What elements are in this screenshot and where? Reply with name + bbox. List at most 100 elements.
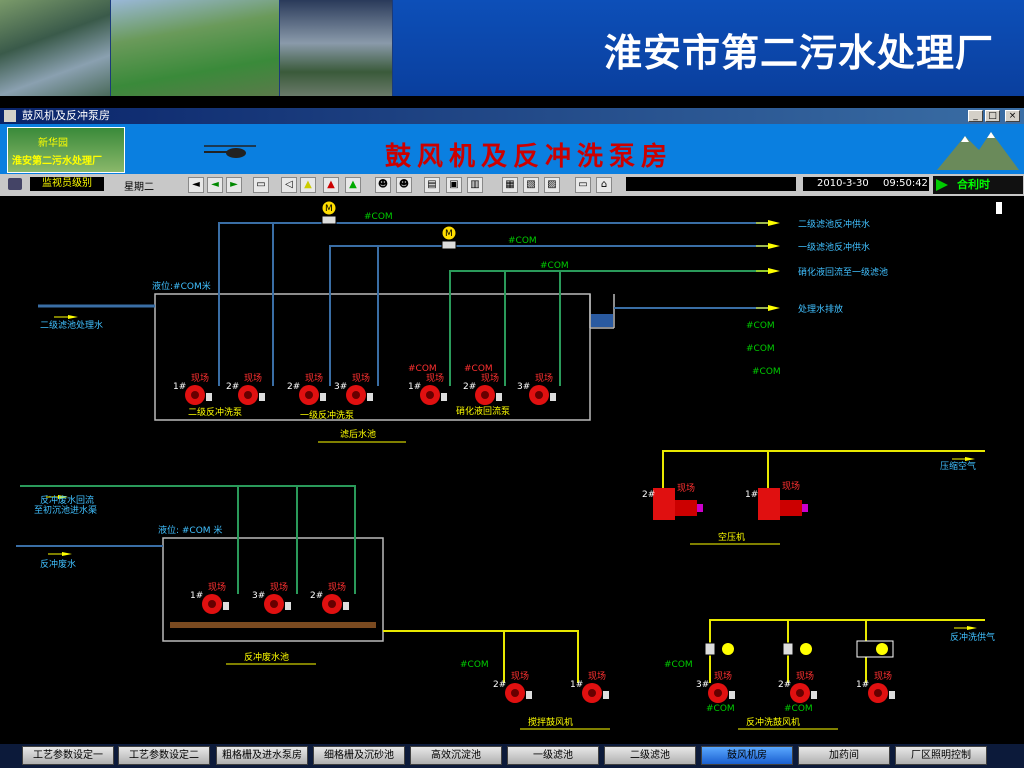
air-compressor-2[interactable]: [653, 488, 703, 520]
tank-backwash-waste: [162, 537, 384, 642]
alarm-red-icon[interactable]: ▲: [323, 177, 339, 193]
nav-button-3[interactable]: 细格栅及沉砂池: [313, 746, 405, 765]
backwash-pump[interactable]: 1#现场: [173, 373, 212, 405]
speaker-icon[interactable]: ◁: [281, 177, 297, 193]
pump-num: 2#: [493, 680, 506, 690]
nav-button-4[interactable]: 高效沉淀池: [410, 746, 502, 765]
home-icon[interactable]: ⌂: [596, 177, 612, 193]
com-value: #COM: [706, 704, 735, 714]
nav-button-5[interactable]: 一级滤池: [507, 746, 599, 765]
user-level: 监视员级别: [30, 177, 104, 191]
blower-valve-icon[interactable]: [704, 642, 734, 656]
brand-text: 合利时: [957, 178, 990, 191]
outlet-label-3: 硝化液回流至一级滤池: [798, 266, 888, 278]
blower-valve-icon[interactable]: [782, 642, 812, 656]
com-value: #COM: [746, 344, 775, 354]
nav-button-9[interactable]: 厂区照明控制: [895, 746, 987, 765]
pump-tag: 现场: [426, 373, 444, 384]
pump-num: 3#: [334, 382, 347, 392]
weekday: 星期二: [124, 182, 154, 193]
backwash-pump[interactable]: 3#现场: [334, 373, 373, 405]
report-icon[interactable]: ▤: [424, 177, 440, 193]
nav-button-6[interactable]: 二级滤池: [604, 746, 696, 765]
back-arrow-icon[interactable]: ◄: [188, 177, 204, 193]
table-icon[interactable]: ▧: [523, 177, 539, 193]
maximize-button[interactable]: □: [985, 110, 1000, 122]
photo-clarifier: [0, 0, 111, 96]
nav-button-8[interactable]: 加药间: [798, 746, 890, 765]
backwash-blower[interactable]: 2#现场: [778, 671, 817, 703]
operator-icon[interactable]: ☻: [375, 177, 391, 193]
monitor-icon[interactable]: ▭: [575, 177, 591, 193]
prev-icon[interactable]: ◄: [207, 177, 223, 193]
waste-water-pump[interactable]: 2#现场: [310, 582, 349, 614]
pump-tag: 现场: [305, 373, 323, 384]
alarm-green-icon[interactable]: ▲: [345, 177, 361, 193]
datetime-display: 2010-3-30 09:50:42: [803, 177, 929, 191]
tank-label: 滤后水池: [340, 428, 376, 440]
inlet-label: 二级滤池处理水: [40, 319, 103, 331]
level-readout: 液位: #COM 米: [158, 524, 222, 536]
operator-logout-icon[interactable]: ☻: [396, 177, 412, 193]
backwash-pump[interactable]: 2#现场: [463, 373, 502, 405]
nav-button-2[interactable]: 粗格栅及进水泵房: [216, 746, 308, 765]
pump-num: 3#: [696, 680, 709, 690]
compressor-label: 空压机: [718, 531, 745, 543]
trend-icon[interactable]: ▥: [467, 177, 483, 193]
backwash-pump[interactable]: 3# 现场: [517, 373, 556, 405]
line-label: 压缩空气: [940, 460, 976, 472]
plant-logo: 新华园 淮安第二污水处理厂: [7, 127, 125, 173]
tank-label: 反冲废水池: [244, 651, 289, 663]
helicopter-icon: [204, 145, 256, 158]
nav-button-0[interactable]: 工艺参数设定一: [22, 746, 114, 765]
blower-valve-icon[interactable]: [856, 640, 894, 658]
outlet-label-2: 一级滤池反冲供水: [798, 241, 870, 253]
print-icon[interactable]: ▣: [446, 177, 462, 193]
close-button[interactable]: ×: [1005, 110, 1020, 122]
com-value: #COM: [408, 364, 437, 374]
backwash-pump[interactable]: 1# 现场: [408, 373, 447, 405]
inlet-label: 反冲废水: [40, 558, 76, 570]
stir-blower[interactable]: 2# 现场: [493, 671, 532, 703]
pump-num: 2#: [463, 382, 476, 392]
brand-arrow-icon: [936, 179, 948, 191]
top-banner: 淮安市第二污水处理厂: [0, 0, 1024, 96]
process-canvas: [0, 196, 1024, 744]
pump-num: 1#: [173, 382, 186, 392]
backwash-pump[interactable]: 2#现场: [287, 373, 326, 405]
pump-num: 3#: [517, 382, 530, 392]
app-icon: [4, 110, 16, 122]
bell-icon[interactable]: ▲: [300, 177, 316, 193]
motor-valve-icon[interactable]: M: [321, 200, 337, 225]
pump-num: 1#: [408, 382, 421, 392]
waste-water-pump[interactable]: 3#现场: [252, 582, 291, 614]
blower-label: 搅拌鼓风机: [528, 716, 573, 728]
window-icon[interactable]: ▭: [253, 177, 269, 193]
motor-valve-icon[interactable]: M: [441, 225, 457, 250]
backwash-blower[interactable]: 3#现场: [696, 671, 735, 703]
backflow-label: 至初沉池进水渠: [34, 504, 97, 516]
nav-button-1[interactable]: 工艺参数设定二: [118, 746, 210, 765]
tank-filtered-water: [154, 293, 591, 421]
stir-blower[interactable]: 1#现场: [570, 671, 609, 703]
pump-num: 2#: [226, 382, 239, 392]
backflow-label: 反冲废水回流: [40, 494, 94, 506]
pump-tag: 现场: [535, 373, 553, 384]
backwash-blower[interactable]: 1#现场: [856, 671, 895, 703]
backwash-pump[interactable]: 2#现场: [226, 373, 265, 405]
logo-line1: 新华园: [38, 138, 68, 149]
waste-water-pump[interactable]: 1#现场: [190, 582, 229, 614]
air-compressor-1[interactable]: [758, 488, 808, 520]
scroll-marker[interactable]: [996, 202, 1002, 214]
minimize-button[interactable]: _: [968, 110, 983, 122]
data-icon[interactable]: ▨: [544, 177, 560, 193]
nav-button-7[interactable]: 鼓风机房: [701, 746, 793, 765]
list-icon[interactable]: ▦: [502, 177, 518, 193]
pump-tag: 现场: [511, 671, 529, 682]
next-icon[interactable]: ►: [226, 177, 242, 193]
com-value: #COM: [364, 212, 393, 222]
com-value: #COM: [508, 236, 537, 246]
pump-tag: 现场: [328, 582, 346, 593]
pump-tag: 现场: [208, 582, 226, 593]
pump-group-label: 硝化液回流泵: [456, 405, 510, 417]
